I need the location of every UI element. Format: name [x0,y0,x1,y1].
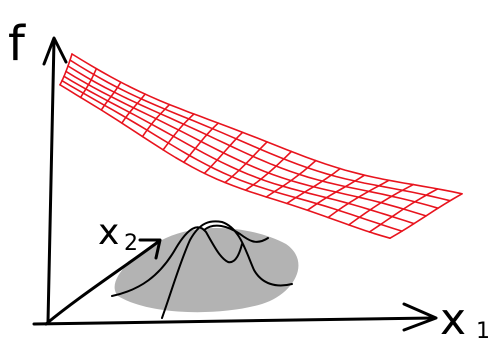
x1-label-subscript: 1 [476,319,489,340]
surface-gridline-v-5 [162,113,195,151]
surface-gridline-v-13 [327,179,390,219]
function-surface [59,53,463,239]
x2-label-letter: x [98,212,119,253]
distribution-curve-1 [111,226,243,297]
x2-axis-arrowhead [138,238,162,260]
x2-axis [44,240,160,326]
surface-gridline-v-2 [100,81,122,111]
surface-gridline-v-0 [59,53,73,86]
surface-gridline-v-11 [286,167,341,205]
distribution-blob [114,227,299,313]
surface-gridline-v-8 [224,141,268,184]
surface-gridline-v-1 [79,67,98,99]
f-axis-arrowhead [42,36,68,66]
distribution-curve-3 [203,224,269,243]
surface-gridline-v-12 [306,174,366,211]
surface-gridline-v-15 [368,188,439,233]
surface-gridline-v-14 [347,183,415,226]
surface-gridline-v-3 [121,93,146,124]
distribution-curve-2 [161,220,293,319]
surface-gridline-v-7 [203,131,244,175]
x1-label-letter: x [440,294,466,340]
f-axis-label: f [8,16,26,72]
x2-label-subscript: 2 [124,231,138,256]
x1-axis [32,316,436,326]
x1-axis-arrowhead [402,302,438,332]
surface-gridline-v-16 [389,193,463,239]
surface-gridline-v-4 [141,103,171,138]
surface-gridline-v-6 [183,122,220,164]
surface-gridline-v-10 [265,159,317,198]
f-axis [46,38,56,324]
surface-gridline-v-9 [244,150,293,191]
